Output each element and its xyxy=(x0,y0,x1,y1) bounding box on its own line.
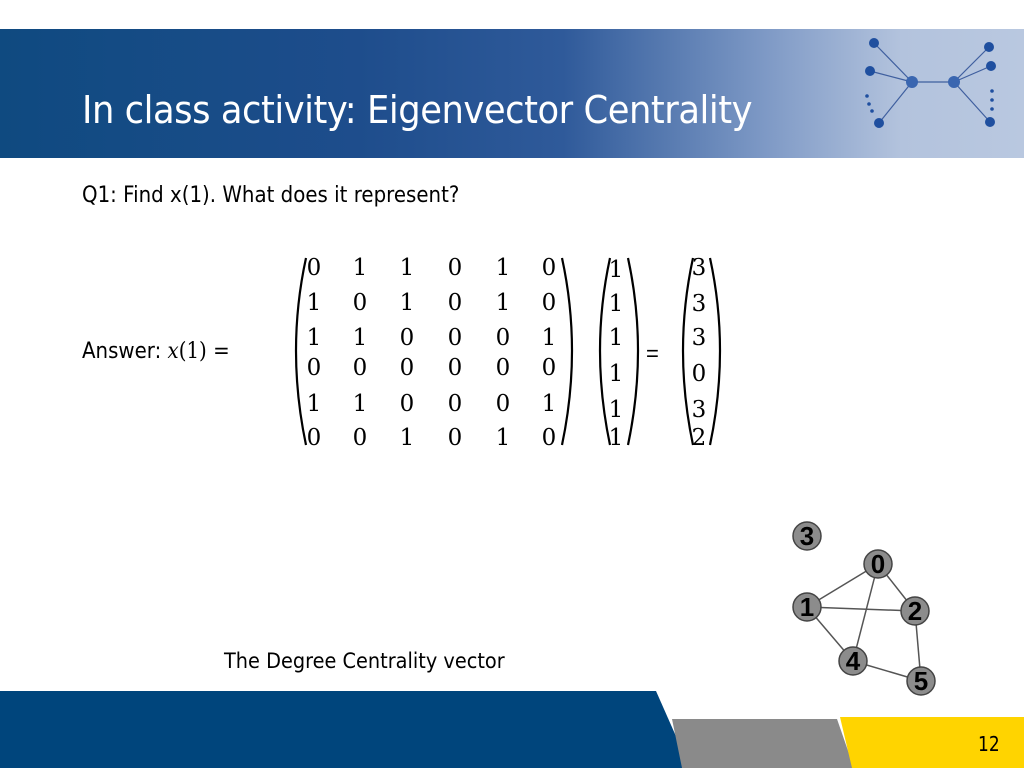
matrix-cell: 0 xyxy=(306,255,322,281)
result-vector-cell: 0 xyxy=(691,361,707,387)
matrix-cell: 1 xyxy=(352,391,368,417)
matrix-cell: 1 xyxy=(495,255,511,281)
matrix-cell: 0 xyxy=(447,290,463,316)
answer-label: Answer: x(1) = xyxy=(82,339,230,364)
matrix-cell: 0 xyxy=(541,425,557,451)
result-vector-cell: 3 xyxy=(691,255,707,281)
result-vector-cell: 2 xyxy=(691,425,707,451)
graph-node-1: 1 xyxy=(792,592,822,622)
question-text: Q1: Find x(1). What does it represent? xyxy=(82,183,460,208)
matrix-cell: 0 xyxy=(541,255,557,281)
matrix-cell: 0 xyxy=(447,355,463,381)
svg-text:2: 2 xyxy=(908,596,922,626)
graph-edge xyxy=(806,606,916,612)
matrix-cell: 1 xyxy=(399,290,415,316)
graph-edge xyxy=(852,563,879,662)
matrix-cell: 1 xyxy=(306,325,322,351)
svg-text:3: 3 xyxy=(800,521,814,551)
matrix-cell: 1 xyxy=(352,325,368,351)
matrix-cell: 1 xyxy=(495,425,511,451)
network-logo-icon xyxy=(865,38,996,128)
svg-text:4: 4 xyxy=(846,646,861,676)
ones-vector-cell: 1 xyxy=(608,361,624,387)
matrix-cell: 0 xyxy=(399,391,415,417)
answer-caption: The Degree Centrality vector xyxy=(224,649,505,673)
graph-node-3: 3 xyxy=(792,521,822,551)
slide-title: In class activity: Eigenvector Centralit… xyxy=(82,88,753,132)
matrix-cell: 0 xyxy=(495,355,511,381)
matrix-cell: 1 xyxy=(399,425,415,451)
title-banner xyxy=(0,29,1024,158)
ones-vector-cell: 1 xyxy=(608,257,624,283)
matrix-cell: 0 xyxy=(447,255,463,281)
matrix-cell: 1 xyxy=(399,255,415,281)
matrix-cell: 1 xyxy=(495,290,511,316)
svg-text:1: 1 xyxy=(800,592,814,622)
math-argument: (1) xyxy=(178,339,207,364)
svg-text:5: 5 xyxy=(914,666,928,696)
ones-vector-cell: 1 xyxy=(608,425,624,451)
matrix-cell: 0 xyxy=(541,355,557,381)
result-vector-cell: 3 xyxy=(691,291,707,317)
matrix-cell: 0 xyxy=(495,391,511,417)
answer-prefix: Answer: xyxy=(82,339,168,364)
matrix-cell: 0 xyxy=(306,425,322,451)
ones-vector-cell: 1 xyxy=(608,397,624,423)
ones-vector-cell: 1 xyxy=(608,325,624,351)
matrix-cell: 1 xyxy=(541,325,557,351)
graph-node-0: 0 xyxy=(863,549,893,579)
graph-node-2: 2 xyxy=(900,596,930,626)
matrix-cell: 0 xyxy=(447,325,463,351)
footer-gray-bar xyxy=(672,719,854,768)
result-vector-cell: 3 xyxy=(691,397,707,423)
matrix-cell: 0 xyxy=(352,290,368,316)
matrix-cell: 0 xyxy=(399,325,415,351)
math-equals: = xyxy=(206,339,230,364)
math-variable: x xyxy=(167,339,179,364)
matrix-cell: 0 xyxy=(352,425,368,451)
matrix-cell: 0 xyxy=(352,355,368,381)
matrix-cell: 0 xyxy=(399,355,415,381)
matrix-cell: 0 xyxy=(447,425,463,451)
matrix-cell: 0 xyxy=(495,325,511,351)
matrix-cell: 1 xyxy=(541,391,557,417)
matrix-cell: 1 xyxy=(306,391,322,417)
ones-vector-cell: 1 xyxy=(608,291,624,317)
matrix-cell: 0 xyxy=(306,355,322,381)
network-graph: 0 1 2 3 4 5 xyxy=(792,521,936,696)
result-vector-cell: 3 xyxy=(691,325,707,351)
page-number: 12 xyxy=(978,732,1000,756)
footer-yellow-bar xyxy=(840,717,1024,768)
footer-blue-bar xyxy=(0,691,690,768)
equals-sign: = xyxy=(646,341,659,366)
svg-text:0: 0 xyxy=(871,549,885,579)
matrix-cell: 0 xyxy=(541,290,557,316)
graph-node-4: 4 xyxy=(838,646,868,676)
matrix-cell: 1 xyxy=(306,290,322,316)
answer-math: x(1) = xyxy=(168,339,230,364)
matrix-cell: 1 xyxy=(352,255,368,281)
matrix-cell: 0 xyxy=(447,391,463,417)
graph-node-5: 5 xyxy=(906,666,936,696)
